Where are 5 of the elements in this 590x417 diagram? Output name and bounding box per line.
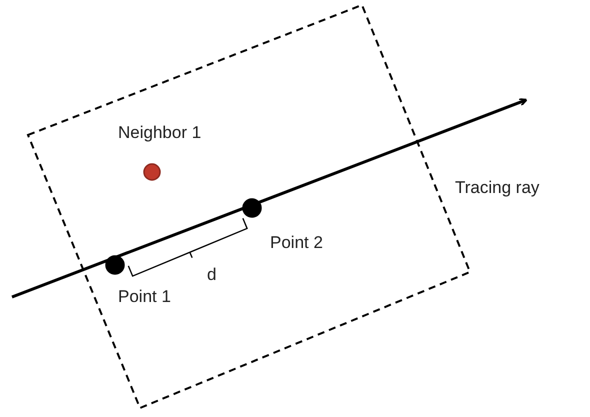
point-label: Neighbor 1: [118, 123, 202, 143]
ray-label: Tracing ray: [455, 178, 540, 198]
point-label: Point 2: [270, 233, 323, 253]
distance-label: d: [207, 265, 216, 285]
point-label: Point 1: [118, 287, 171, 307]
